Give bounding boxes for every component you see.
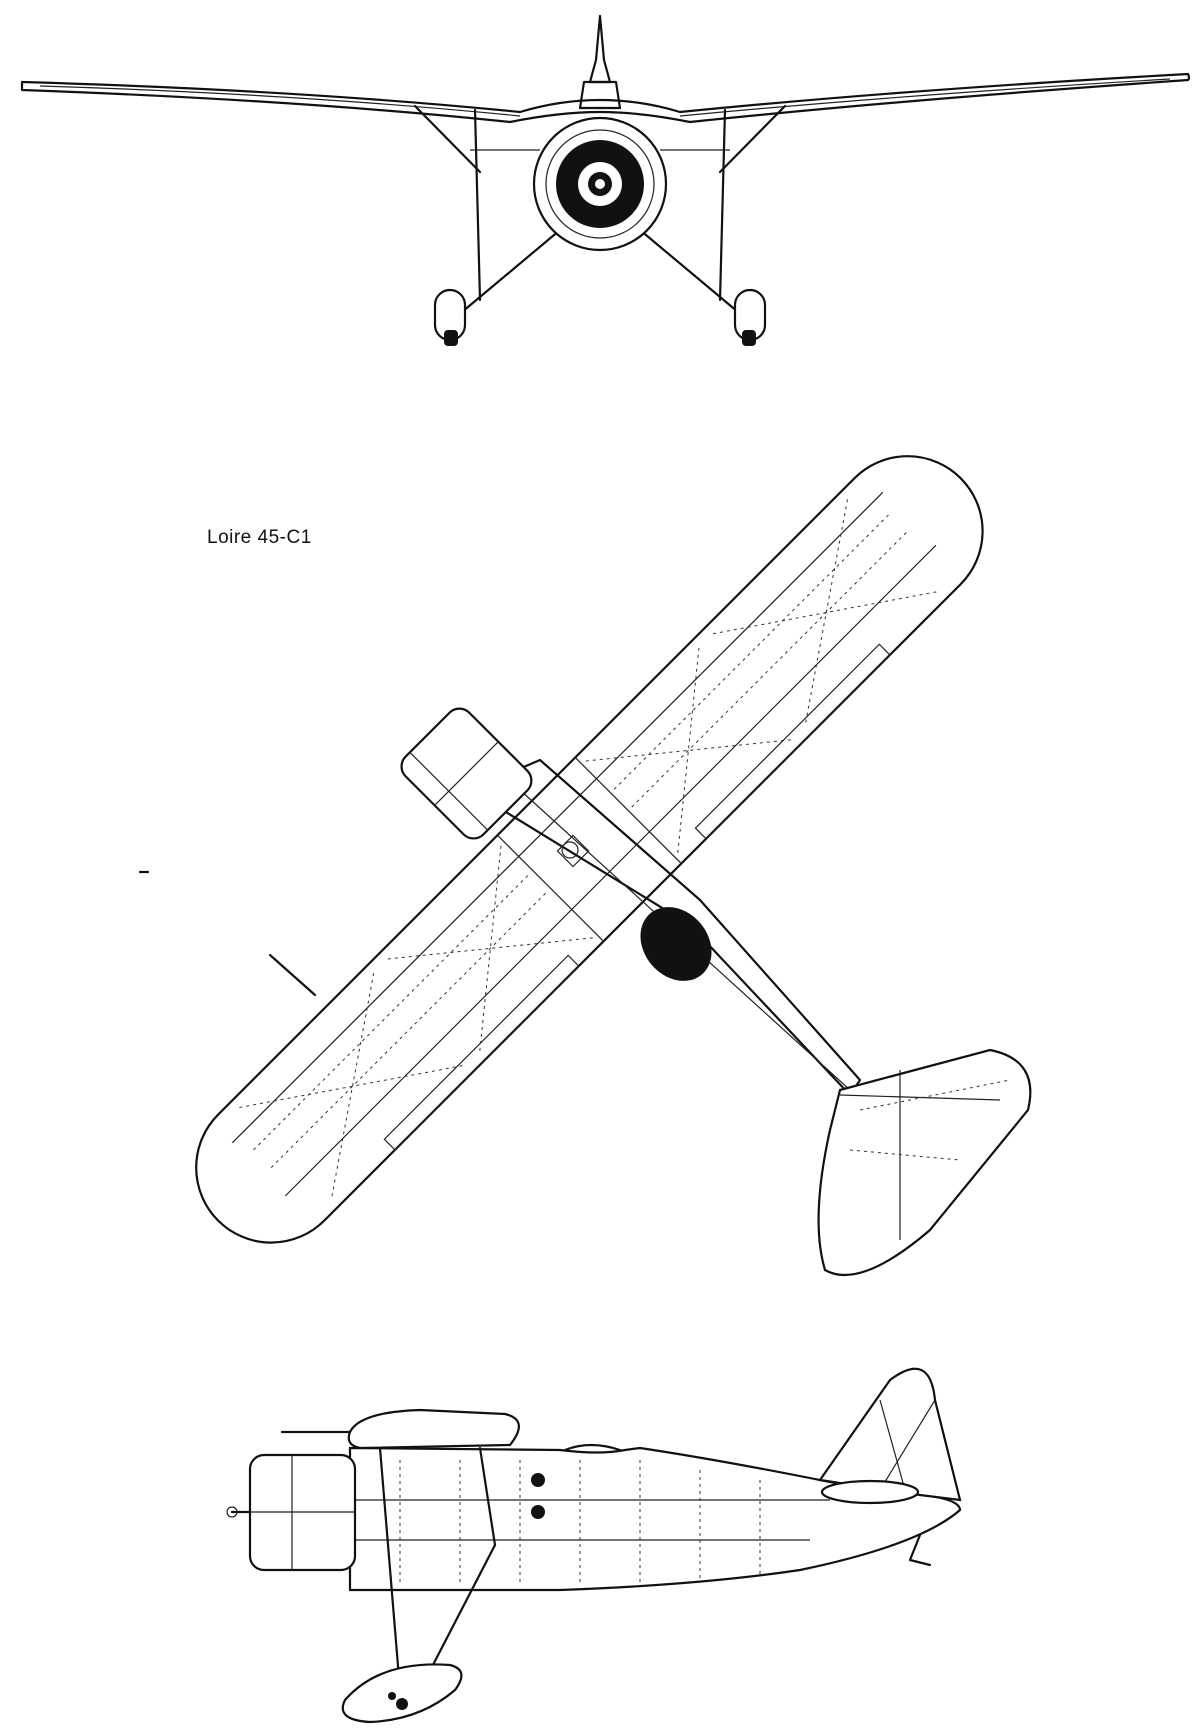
front-view bbox=[20, 14, 1191, 346]
aircraft-title: Loire 45-C1 bbox=[207, 527, 312, 548]
top-view bbox=[195, 455, 1032, 1277]
side-view bbox=[226, 1367, 962, 1724]
